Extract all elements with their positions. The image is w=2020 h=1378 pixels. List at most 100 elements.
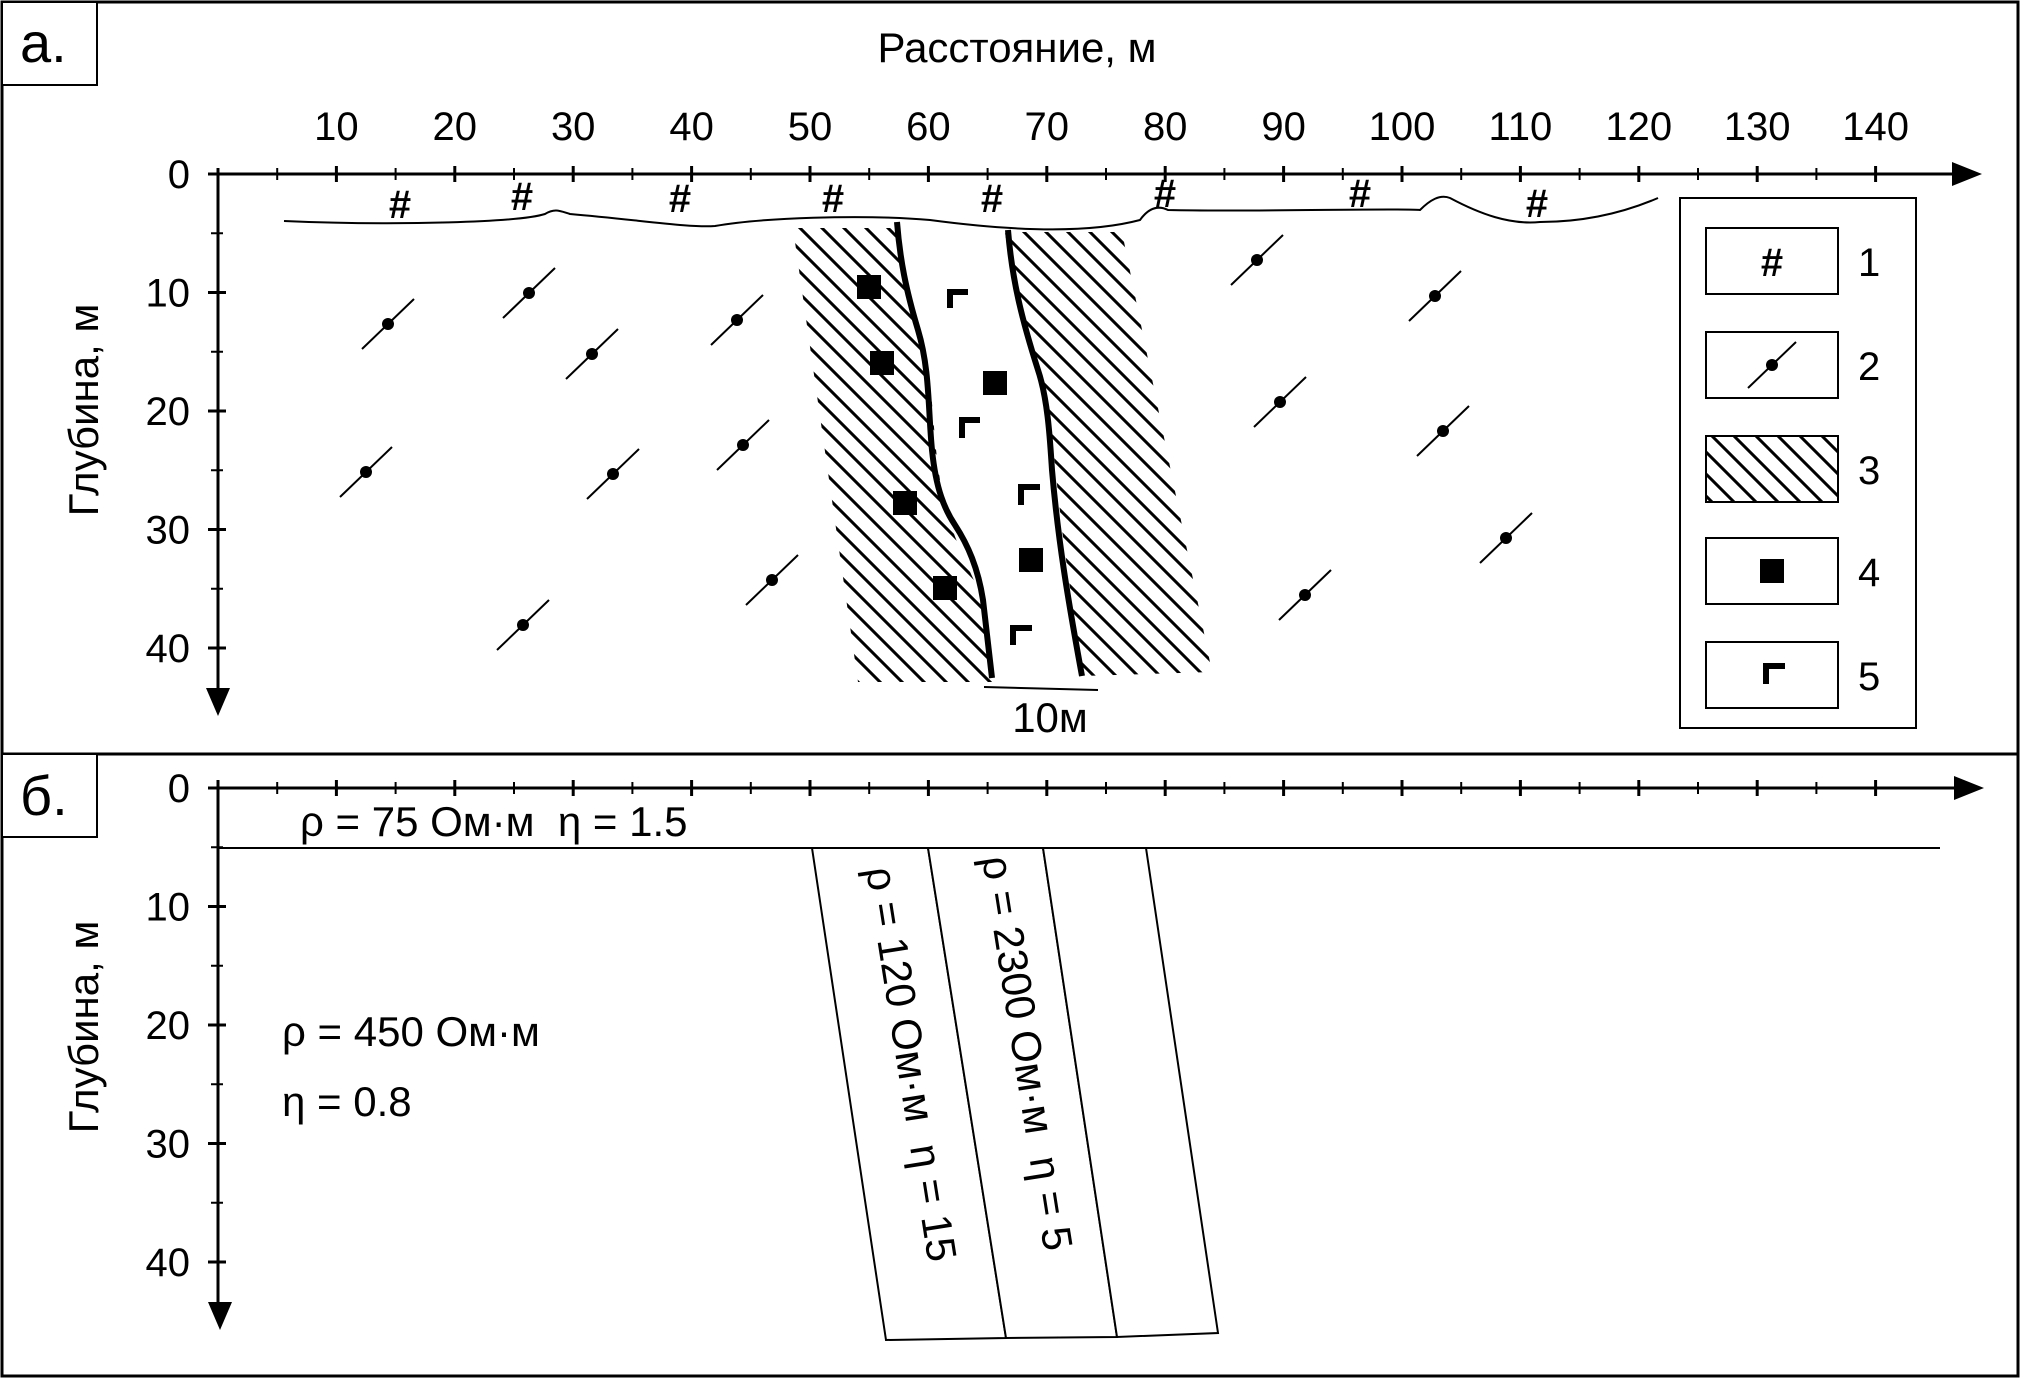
legend-item-4: 4	[1705, 537, 1880, 605]
x-tick-label: 110	[1489, 105, 1553, 149]
dip-symbol-icon	[710, 294, 764, 346]
bracket-icon	[1010, 625, 1032, 645]
legend-number: 2	[1858, 345, 1880, 389]
alteration-zone-left-hatch	[793, 228, 992, 682]
dyke-left-contact	[894, 221, 995, 679]
topsoil-hash-icon: #	[1154, 172, 1176, 216]
x-tick-label: 80	[1143, 105, 1188, 149]
y-tick-label: 20	[146, 390, 191, 434]
legend-number: 1	[1858, 241, 1880, 285]
legend-swatch	[1705, 227, 1839, 295]
bracket-icon	[1018, 484, 1040, 505]
dip-symbol-icon	[586, 448, 640, 500]
y-tick-label: 0	[168, 153, 190, 197]
diagonal-hatch-icon	[1705, 435, 1839, 503]
dip-tick-icon	[1747, 341, 1797, 389]
legend-number: 5	[1858, 655, 1880, 699]
y-tick-label: 40	[146, 627, 191, 671]
x-tick-label: 140	[1842, 105, 1909, 149]
x-tick-label: 100	[1369, 105, 1436, 149]
legend-item-5: 5	[1705, 641, 1880, 709]
ore-squares	[857, 275, 1043, 600]
legend-item-2: 2	[1705, 331, 1880, 399]
dip-symbol-icon	[1408, 270, 1462, 322]
dip-symbol-icon	[565, 328, 619, 380]
host-rock-chargeability: η = 0.8	[282, 1078, 412, 1125]
legend-item-1: # 1	[1705, 227, 1880, 295]
ore-square-icon	[933, 576, 957, 600]
dip-symbol-icon	[502, 267, 556, 319]
x-axis-arrow-icon	[1954, 776, 1984, 800]
y-axis-arrow-icon	[208, 1302, 232, 1330]
y-axis-title: Глубина, м	[60, 921, 107, 1134]
topsoil-hash-icon: #	[511, 175, 533, 219]
legend-number: 3	[1858, 449, 1880, 493]
alteration-zone-right-hatch	[1005, 232, 1212, 676]
x-tick-label: 20	[433, 105, 478, 149]
dip-symbol-icon	[361, 298, 415, 350]
ore-square-icon	[870, 351, 894, 375]
panel-a-label: а.	[20, 11, 67, 74]
alteration-zone	[793, 228, 1212, 682]
panel-a-label-box	[1, 1, 98, 86]
y-tick-label: 30	[146, 1123, 191, 1167]
x-axis-title: Расстояние, м	[877, 24, 1156, 71]
y-axis-ticks	[208, 172, 226, 650]
ore-square-icon	[857, 275, 881, 299]
x-tick-label: 90	[1261, 105, 1306, 149]
ore-square-icon	[1019, 548, 1043, 572]
panel-b-label: б.	[20, 764, 68, 827]
y-axis-tick-labels: 0 10 20 30 40	[146, 153, 191, 671]
topsoil-hash-icon: #	[1526, 182, 1548, 226]
y-axis-ticks	[208, 786, 226, 1264]
top-layer-params: ρ = 75 Ом·м η = 1.5	[300, 798, 688, 845]
y-tick-label: 10	[146, 272, 191, 316]
legend-number: 4	[1858, 551, 1880, 595]
topsoil-symbols: # # # # # # # #	[389, 172, 1548, 227]
y-tick-label: 20	[146, 1004, 191, 1048]
topsoil-hash-icon: #	[981, 177, 1003, 221]
legend-item-3: 3	[1705, 435, 1880, 503]
x-tick-label: 30	[551, 105, 596, 149]
topsoil-hash-icon: #	[389, 183, 411, 227]
dip-symbol-icon	[1416, 405, 1470, 457]
y-tick-label: 0	[168, 767, 190, 811]
topsoil-hash-icon: #	[822, 177, 844, 221]
host-rock-dip-symbols	[339, 234, 1533, 651]
filled-square-icon	[1760, 559, 1784, 583]
legend: # 1 2 3 4	[1679, 197, 1917, 729]
dyke-right-contact	[1005, 229, 1085, 677]
y-axis-arrow-icon	[206, 688, 230, 716]
scale-bar-line	[983, 686, 1099, 691]
bracket-symbols	[947, 289, 1040, 645]
x-tick-label: 130	[1724, 105, 1791, 149]
ore-square-icon	[983, 371, 1007, 395]
bracket-icon	[959, 417, 980, 438]
panel-b-label-box	[1, 753, 98, 838]
x-axis-arrow-icon	[1952, 162, 1982, 186]
ore-square-icon	[893, 491, 917, 515]
dip-symbol-icon	[1278, 569, 1332, 621]
y-tick-label: 30	[146, 509, 191, 553]
corner-bracket-icon	[1763, 663, 1785, 684]
x-tick-label: 70	[1025, 105, 1070, 149]
dyke-block-right	[1041, 847, 1220, 1339]
legend-swatch	[1705, 641, 1839, 709]
dip-symbol-icon	[496, 599, 550, 651]
topsoil-hash-icon: #	[1349, 172, 1371, 216]
y-tick-label: 10	[146, 886, 191, 930]
host-rock-resistivity: ρ = 450 Ом·м	[282, 1008, 540, 1055]
topsoil-boundary	[283, 195, 1659, 231]
y-axis-title: Глубина, м	[60, 304, 107, 517]
hash-symbol-icon: #	[1761, 241, 1783, 285]
x-tick-label: 60	[906, 105, 951, 149]
x-tick-label: 50	[788, 105, 833, 149]
dyke-model: ρ = 120 Ом·м η = 15 ρ = 2300 Ом·м η = 5	[810, 847, 1220, 1342]
dip-symbol-icon	[1253, 376, 1307, 428]
dip-symbol-icon	[716, 419, 770, 471]
